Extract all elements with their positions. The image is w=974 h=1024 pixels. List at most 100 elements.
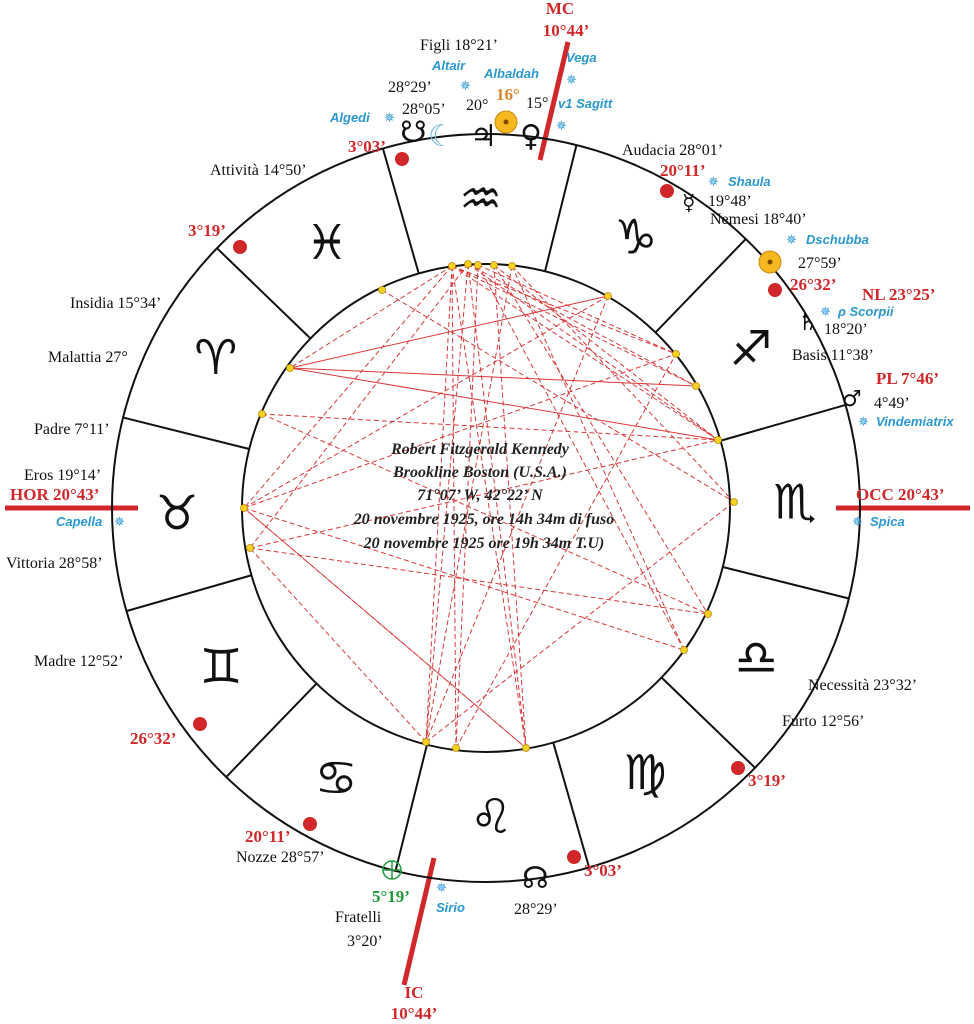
aspect-line <box>455 264 479 749</box>
aspect-line <box>451 265 719 441</box>
aspect-point <box>422 738 430 746</box>
aspect-lines <box>243 263 735 749</box>
star-albaldah: Albaldah <box>483 66 539 81</box>
label-nemesi: Nemesi 18°40’ <box>710 211 807 228</box>
center-place: Brookline Boston (U.S.A.) <box>392 464 567 481</box>
cusp-26-32-right: 26°32’ <box>790 275 836 294</box>
label-vittoria: Vittoria 28°58’ <box>6 555 103 572</box>
hor-label: HOR 20°43’ <box>10 485 99 504</box>
aspect-point <box>680 646 688 654</box>
star-capella: Capella <box>56 514 102 529</box>
gemini-sign-icon: ♊︎ <box>200 639 243 695</box>
virgo-sign-icon: ♍︎ <box>624 745 667 801</box>
sign-divider <box>122 416 250 450</box>
aspect-line <box>249 439 719 549</box>
aspect-line <box>289 367 697 387</box>
center-name: Robert Fitzgerald Kennedy <box>390 441 570 458</box>
aspect-line <box>467 263 719 441</box>
star-shaula: Shaula <box>728 174 771 189</box>
star-scorpii: ρ Scorpii <box>837 304 894 319</box>
label-fratelli-degree: 3°20’ <box>347 933 383 950</box>
cusp-dot-top-right <box>660 184 674 198</box>
aspect-points <box>240 260 738 752</box>
aspect-line <box>243 265 453 509</box>
aspect-point <box>508 262 516 270</box>
mc-degree: 10°44’ <box>543 21 589 40</box>
aspect-line <box>243 507 685 651</box>
sign-divider <box>225 682 318 778</box>
aspect-point <box>522 744 530 752</box>
sun-second-icon <box>758 250 782 274</box>
aspect-point <box>258 410 266 418</box>
label-necessita: Necessità 23°32’ <box>808 677 917 694</box>
sign-glyphs: ♑︎♐︎♏︎♎︎♍︎♌︎♋︎♊︎♉︎♈︎♓︎♒︎ <box>156 171 817 845</box>
mars-icon: ♂ <box>842 387 862 412</box>
cusp-dot-top-left <box>395 152 409 166</box>
sign-dividers <box>122 144 850 872</box>
star-scorpii-icon: ✵ <box>820 305 831 320</box>
cusp-3-19-right: 3°19’ <box>748 771 786 790</box>
sign-divider <box>394 744 428 872</box>
pisces-sign-icon: ♓︎ <box>305 215 348 271</box>
sign-divider <box>216 247 312 340</box>
aspect-point <box>246 544 254 552</box>
label-insidia: Insidia 15°34’ <box>70 295 161 312</box>
star-sagitt-icon: ✵ <box>556 119 567 134</box>
cusp-dot-right-lower <box>731 761 745 775</box>
aspect-line <box>493 264 527 749</box>
capricorn-sign-icon: ♑︎ <box>614 210 657 266</box>
nl-label: NL 23°25’ <box>862 285 935 304</box>
star-sirio-icon: ✵ <box>436 881 447 896</box>
leo-sign-icon: ♌︎ <box>470 789 513 845</box>
star-spica: Spica <box>870 514 905 529</box>
star-algedi: Algedi <box>329 110 370 125</box>
star-spica-icon: ✵ <box>852 515 863 530</box>
cusp-dot-bottom-left <box>303 817 317 831</box>
aspect-line <box>425 501 735 743</box>
star-dschubba-icon: ✵ <box>786 233 797 248</box>
aspect-line <box>425 265 513 743</box>
label-audacia: Audacia 28°01’ <box>622 142 723 159</box>
aspect-line <box>249 547 427 743</box>
aspect-point <box>730 498 738 506</box>
star-vega: Vega <box>566 50 597 65</box>
node-top-icon: ☋ <box>400 115 427 150</box>
cancer-sign-icon: ♋︎ <box>315 750 358 806</box>
sun-second-degree: 27°59’ <box>798 255 842 272</box>
aspect-line <box>511 265 735 503</box>
sign-divider <box>126 574 252 613</box>
sign-divider <box>720 403 846 442</box>
aspect-line <box>493 264 709 615</box>
aspect-line <box>261 413 719 441</box>
cusp-dot-right-upper <box>768 283 782 297</box>
sign-divider <box>722 566 850 600</box>
aspect-line <box>467 263 527 749</box>
mc-label: MC <box>546 0 574 18</box>
star-altair-icon: ✵ <box>460 79 471 94</box>
sun-icon <box>494 110 518 134</box>
star-sagitt: v1 Sagitt <box>558 96 613 111</box>
star-vega-icon: ✵ <box>566 73 577 88</box>
cusp-dot-bottom-right <box>567 850 581 864</box>
label-furto: Furto 12°56’ <box>782 713 864 730</box>
sign-divider <box>552 742 591 868</box>
sign-divider <box>544 144 578 272</box>
mercury-icon: ☿ <box>682 191 696 216</box>
part-of-fortune-icon <box>382 860 402 880</box>
aspect-point <box>604 292 612 300</box>
center-date-local: 20 novembre 1925, ore 14h 34m di fuso <box>353 511 614 528</box>
aspect-line <box>289 295 609 369</box>
aspect-line <box>243 295 609 509</box>
mars-degree: 4°49’ <box>874 395 910 412</box>
aries-sign-icon: ♈︎ <box>194 330 237 386</box>
aspect-point <box>448 262 456 270</box>
sun-degree: 16° <box>496 85 520 104</box>
star-altair: Altair <box>431 58 466 73</box>
center-date-ut: 20 novembre 1925 ore 19h 34m T.U) <box>363 535 605 552</box>
cusp-dot-left-lower <box>193 717 207 731</box>
star-vindemiatrix: Vindemiatrix <box>876 414 954 429</box>
label-malattia: Malattia 27° <box>48 349 128 366</box>
aspect-line <box>261 413 709 615</box>
aspect-point <box>452 744 460 752</box>
